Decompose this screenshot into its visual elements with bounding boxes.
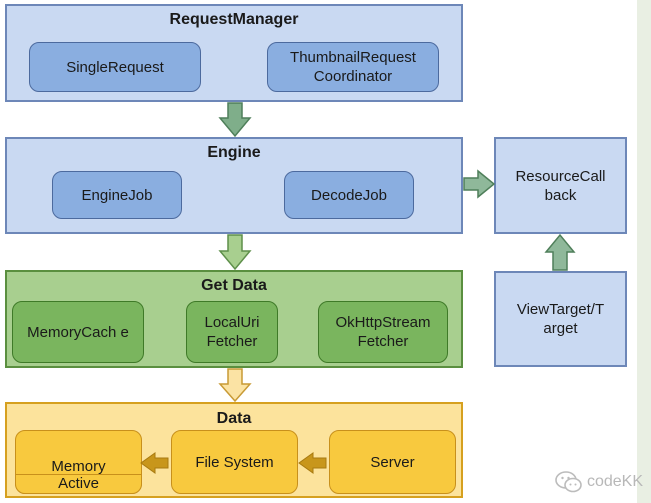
resource-callback-box: ResourceCall back xyxy=(494,137,627,234)
request-manager-panel: RequestManager SingleRequest ThumbnailRe… xyxy=(5,4,463,102)
decode-job-box: DecodeJob xyxy=(284,171,414,219)
get-data-title: Get Data xyxy=(201,277,267,294)
engine-title: Engine xyxy=(207,144,261,161)
local-uri-fetcher-box: LocalUri Fetcher xyxy=(186,301,278,363)
file-system-box: File System xyxy=(171,430,298,494)
arrow-engine-to-getdata xyxy=(218,234,252,271)
arrow-request-to-engine xyxy=(218,102,252,138)
active-box: Active xyxy=(15,474,142,494)
data-panel: Data Memory Active File System Server xyxy=(5,402,463,498)
watermark-text: codeKK xyxy=(586,473,643,490)
okhttp-stream-fetcher-box: OkHttpStream Fetcher xyxy=(318,301,448,363)
engine-panel: Engine EngineJob DecodeJob xyxy=(5,137,463,234)
arrow-viewtarget-to-resourcecallback xyxy=(544,233,576,271)
memory-stack: Memory Active xyxy=(15,430,142,494)
watermark: codeKK xyxy=(555,471,643,493)
arrow-engine-to-resourcecallback xyxy=(463,169,496,199)
thumbnail-request-coordinator-box: ThumbnailRequest Coordinator xyxy=(267,42,439,92)
data-title: Data xyxy=(216,410,252,427)
wechat-icon xyxy=(555,471,582,493)
view-target-box: ViewTarget/T arget xyxy=(494,271,627,367)
engine-job-box: EngineJob xyxy=(52,171,182,219)
memory-cache-box: MemoryCach e xyxy=(12,301,144,363)
single-request-box: SingleRequest xyxy=(29,42,201,92)
right-edge-strip xyxy=(637,0,651,503)
get-data-panel: Get Data MemoryCach e LocalUri Fetcher O… xyxy=(5,270,463,368)
arrow-filesystem-to-memory xyxy=(140,452,169,474)
memory-label: Memory xyxy=(51,458,106,475)
server-box: Server xyxy=(329,430,456,494)
arrow-server-to-filesystem xyxy=(298,452,327,474)
arrow-getdata-to-data xyxy=(218,368,252,403)
request-manager-title: RequestManager xyxy=(169,11,299,28)
